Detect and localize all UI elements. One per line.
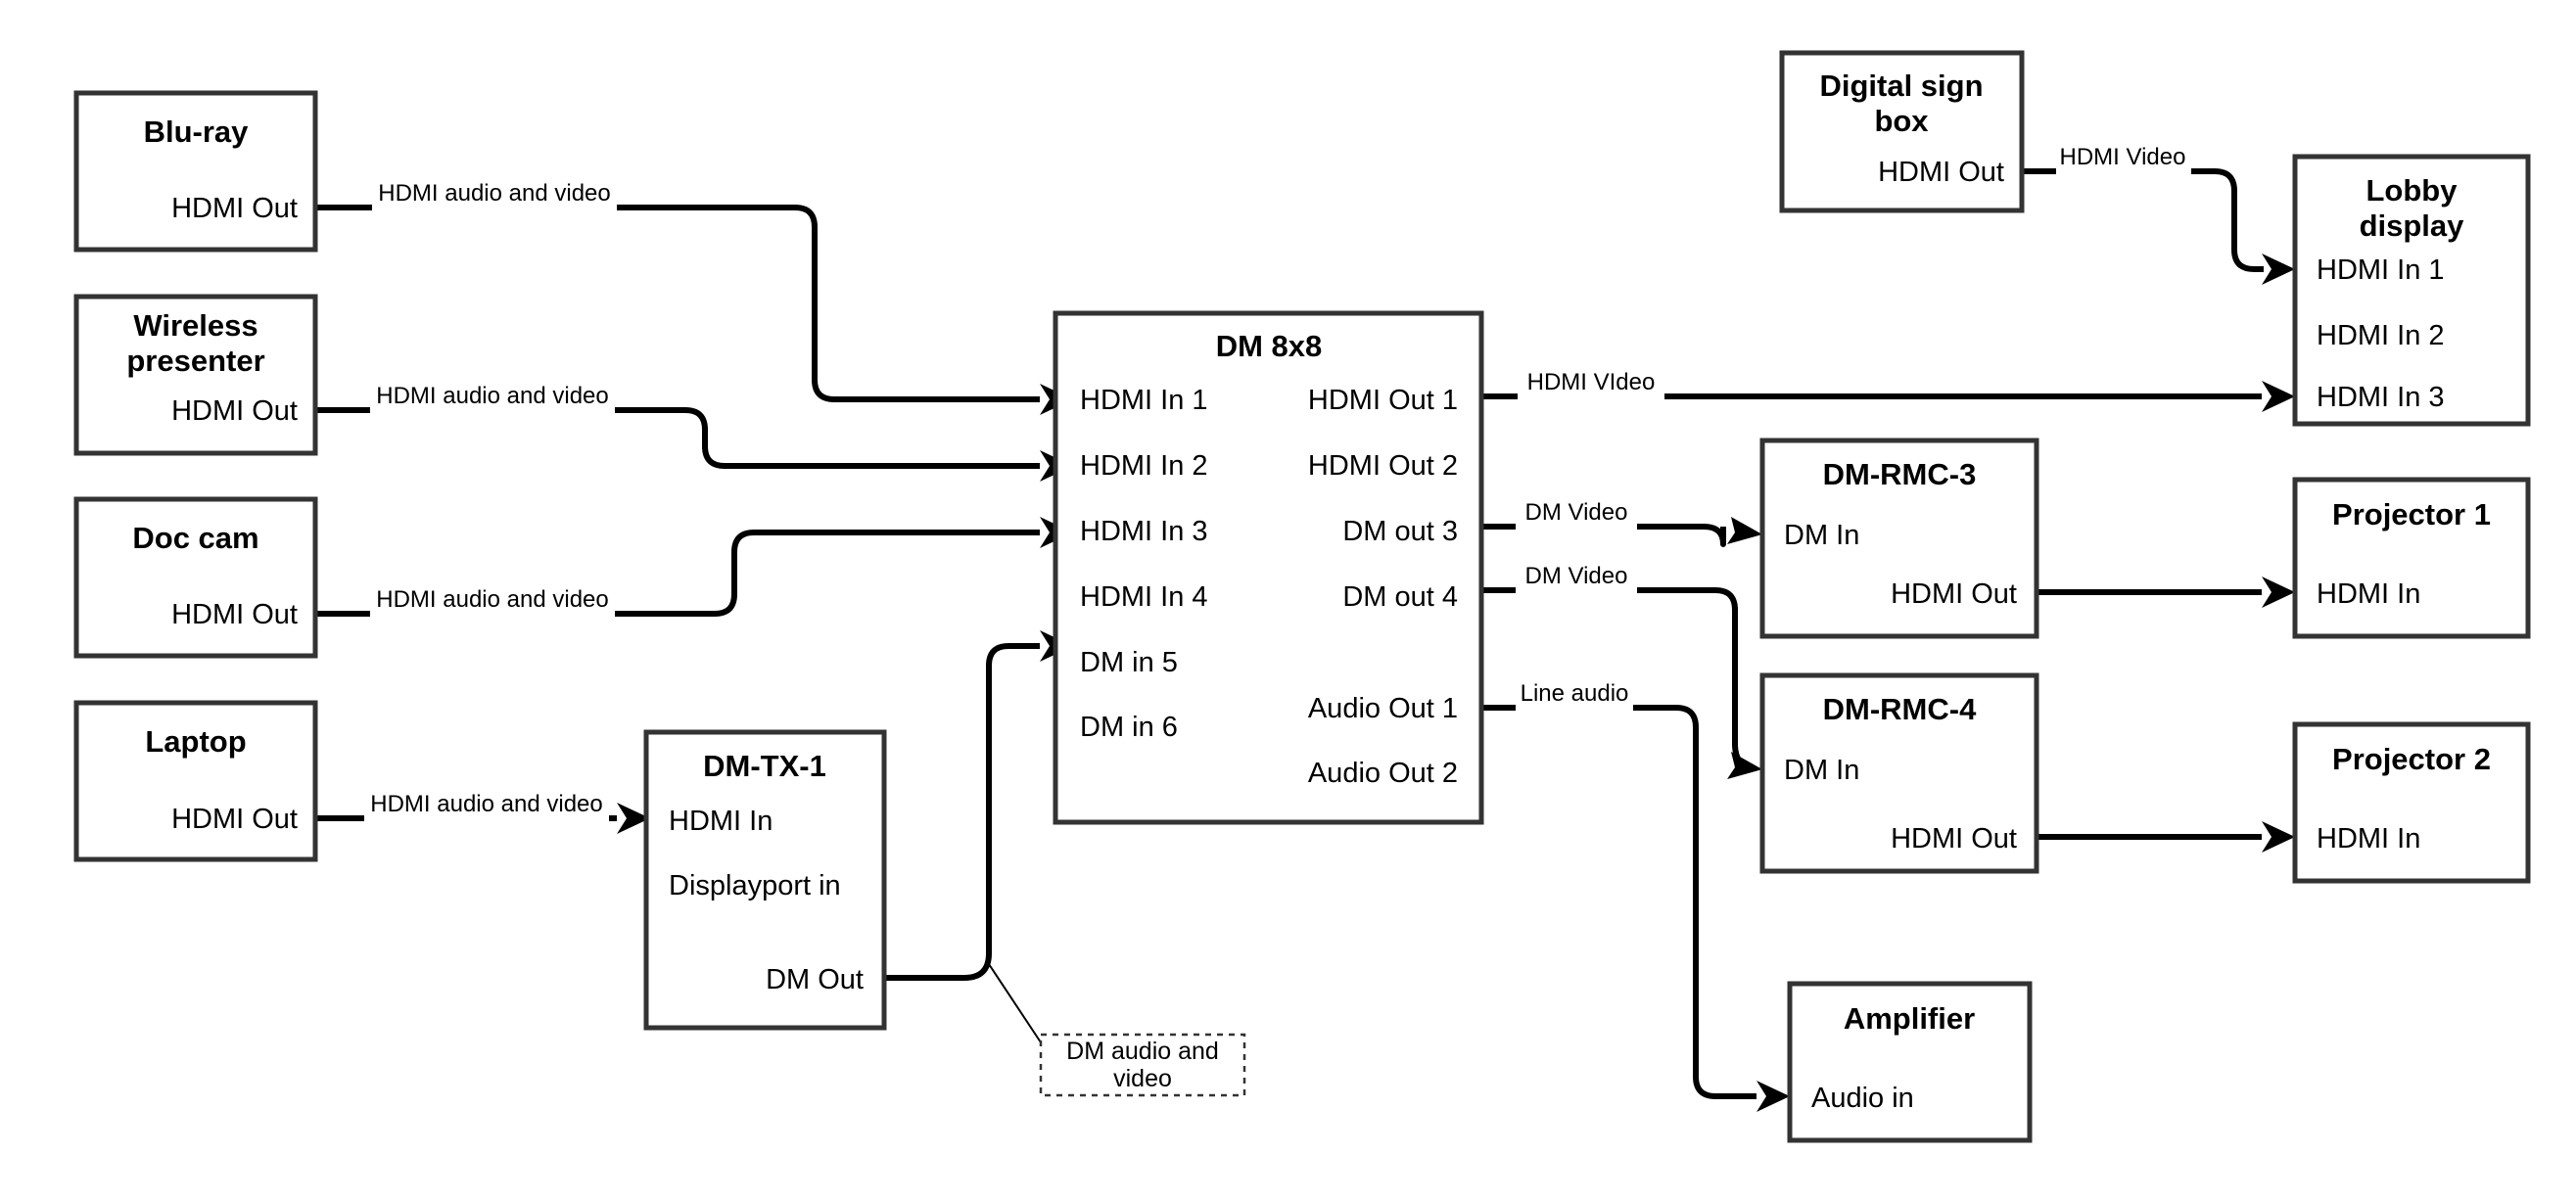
port-lobby-hdmi-in-3: HDMI In 3: [2317, 382, 2445, 413]
link-label-bluray: HDMI audio and video: [378, 180, 610, 207]
link-label-dm-video-3: DM Video: [1525, 499, 1628, 526]
callout-line1: DM audio and: [1066, 1038, 1219, 1065]
link-label-dm-video-4: DM Video: [1525, 563, 1628, 589]
link-label-wireless: HDMI audio and video: [376, 383, 608, 409]
device-title-dm8x8: DM 8x8: [1216, 329, 1323, 363]
port-dm8x8-dm-in-5: DM in 5: [1080, 647, 1178, 678]
port-dmrmc3-dm-in: DM In: [1784, 520, 1859, 551]
port-dmtx1-dm-out: DM Out: [766, 964, 864, 995]
callout-dm-audio-and-video: DM audio and video: [1039, 1033, 1246, 1097]
link-label-laptop: HDMI audio and video: [370, 791, 602, 817]
port-dm8x8-hdmi-in-4: HDMI In 4: [1080, 581, 1208, 613]
device-title-wireless-line2: presenter: [126, 344, 264, 378]
link-label-line-audio: Line audio: [1521, 680, 1629, 707]
device-wireless-presenter[interactable]: Wireless presenter HDMI Out: [73, 294, 318, 456]
callout-leader-line: [988, 963, 1042, 1043]
link-rmc3-to-projector1: [2037, 577, 2295, 608]
link-dm-out3-to-rmc3: DM Video: [1481, 499, 1762, 547]
port-dmrmc3-hdmi-out: HDMI Out: [1891, 578, 2017, 610]
device-title-sign-line1: Digital sign: [1819, 69, 1983, 103]
device-title-wireless-line1: Wireless: [133, 308, 258, 343]
device-title-dmrmc3: DM-RMC-3: [1823, 457, 1977, 491]
port-dm8x8-hdmi-out-1: HDMI Out 1: [1308, 385, 1458, 416]
port-dm8x8-hdmi-in-2: HDMI In 2: [1080, 450, 1208, 482]
device-title-lobby-line1: Lobby: [2366, 173, 2459, 208]
link-laptop-to-dmtx1: HDMI audio and video: [315, 791, 650, 834]
link-bluray-to-dm-in1: HDMI audio and video: [315, 180, 1073, 415]
link-dm-out1-to-lobby-in3: HDMI VIdeo: [1481, 369, 2295, 412]
port-lobby-hdmi-in-1: HDMI In 1: [2317, 254, 2445, 286]
link-dmtx1-to-dm-in5: [884, 630, 1073, 1043]
device-dm-rmc-3[interactable]: DM-RMC-3 DM In HDMI Out: [1759, 438, 2039, 639]
link-dm-audio1-to-amp: Line audio: [1481, 680, 1790, 1112]
device-title-dmrmc4: DM-RMC-4: [1823, 692, 1977, 726]
port-projector2-hdmi-in: HDMI In: [2317, 823, 2420, 855]
callout-line2: video: [1113, 1065, 1172, 1092]
device-title-doccam: Doc cam: [132, 521, 258, 555]
link-sign-to-lobby-in1: HDMI Video: [2022, 144, 2295, 285]
port-dm8x8-audio-out-2: Audio Out 2: [1308, 758, 1458, 789]
link-dm-out4-to-rmc4: DM Video: [1481, 563, 1762, 779]
device-title-projector1: Projector 1: [2332, 497, 2491, 531]
device-title-amplifier: Amplifier: [1844, 1001, 1975, 1036]
link-wireless-to-dm-in2: HDMI audio and video: [315, 383, 1073, 482]
link-rmc4-to-projector2: [2037, 821, 2295, 853]
port-dmtx1-hdmi-in: HDMI In: [669, 806, 773, 837]
link-label-hdmi-video-out1: HDMI VIdeo: [1527, 369, 1656, 395]
port-bluray-hdmi-out: HDMI Out: [171, 193, 298, 224]
port-dm8x8-dm-in-6: DM in 6: [1080, 712, 1178, 743]
port-lobby-hdmi-in-2: HDMI In 2: [2317, 320, 2445, 351]
device-digital-sign-box[interactable]: Digital sign box HDMI Out: [1779, 50, 2025, 213]
device-amplifier[interactable]: Amplifier Audio in: [1787, 981, 2033, 1143]
port-dm8x8-dm-out-4: DM out 4: [1342, 581, 1458, 613]
link-label-doccam: HDMI audio and video: [376, 586, 608, 613]
device-projector-2[interactable]: Projector 2 HDMI In: [2292, 721, 2531, 884]
port-dm8x8-audio-out-1: Audio Out 1: [1308, 693, 1458, 724]
port-doccam-hdmi-out: HDMI Out: [171, 599, 298, 630]
device-title-dmtx1: DM-TX-1: [703, 749, 826, 783]
device-title-lobby-line2: display: [2360, 208, 2465, 243]
device-title-laptop: Laptop: [145, 724, 246, 759]
device-title-projector2: Projector 2: [2332, 742, 2491, 776]
device-lobby-display[interactable]: Lobby display HDMI In 1 HDMI In 2 HDMI I…: [2292, 154, 2531, 427]
device-title-sign-line2: box: [1874, 104, 1929, 138]
port-dmrmc4-dm-in: DM In: [1784, 755, 1859, 786]
port-dmtx1-displayport-in: Displayport in: [669, 870, 841, 901]
device-dm-tx-1[interactable]: DM-TX-1 HDMI In Displayport in DM Out: [643, 729, 887, 1031]
device-bluray[interactable]: Blu-ray HDMI Out: [73, 90, 318, 253]
port-projector1-hdmi-in: HDMI In: [2317, 578, 2420, 610]
port-amplifier-audio-in: Audio in: [1811, 1083, 1914, 1114]
port-dmrmc4-hdmi-out: HDMI Out: [1891, 823, 2017, 855]
device-dm-8x8[interactable]: DM 8x8 HDMI In 1 HDMI In 2 HDMI In 3 HDM…: [1053, 310, 1484, 825]
device-laptop[interactable]: Laptop HDMI Out: [73, 700, 318, 862]
port-laptop-hdmi-out: HDMI Out: [171, 804, 298, 835]
device-title-bluray: Blu-ray: [144, 115, 250, 149]
port-dm8x8-dm-out-3: DM out 3: [1342, 516, 1458, 547]
port-sign-hdmi-out: HDMI Out: [1878, 157, 2004, 188]
device-doc-cam[interactable]: Doc cam HDMI Out: [73, 496, 318, 659]
port-dm8x8-hdmi-in-3: HDMI In 3: [1080, 516, 1208, 547]
port-dm8x8-hdmi-in-1: HDMI In 1: [1080, 385, 1208, 416]
device-projector-1[interactable]: Projector 1 HDMI In: [2292, 477, 2531, 639]
port-wireless-hdmi-out: HDMI Out: [171, 395, 298, 427]
link-doccam-to-dm-in3: HDMI audio and video: [315, 517, 1073, 617]
device-dm-rmc-4[interactable]: DM-RMC-4 DM In HDMI Out: [1759, 672, 2039, 874]
port-dm8x8-hdmi-out-2: HDMI Out 2: [1308, 450, 1458, 482]
link-label-hdmi-video-sign: HDMI Video: [2060, 144, 2186, 170]
